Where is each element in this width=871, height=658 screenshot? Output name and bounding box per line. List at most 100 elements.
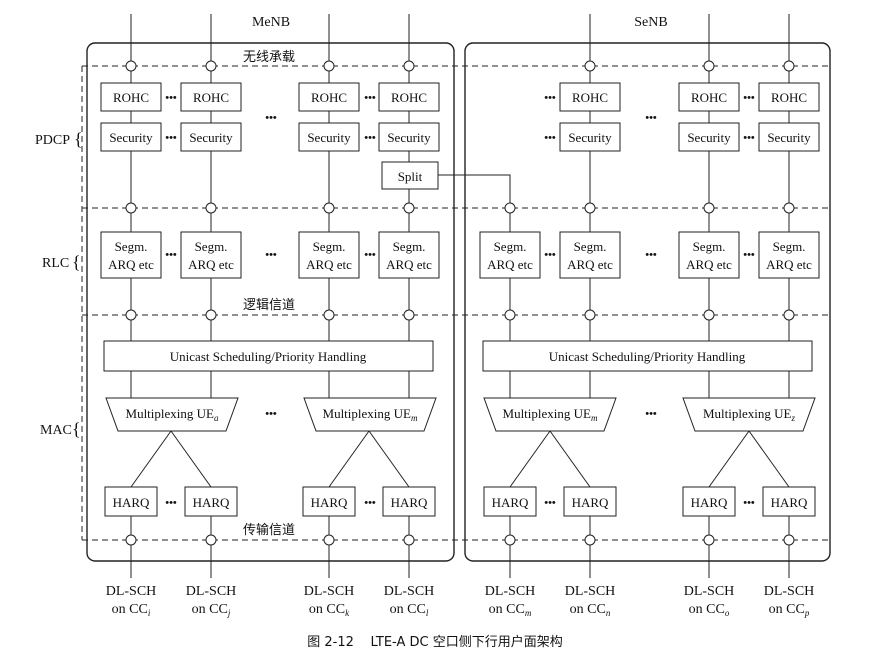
harq-label: HARQ bbox=[572, 495, 609, 510]
ellipsis-dots: ••• bbox=[165, 497, 177, 509]
channel-junction bbox=[125, 202, 137, 214]
mux-ue-z-trapezoid bbox=[682, 397, 816, 432]
cc-label: on CCp bbox=[769, 602, 810, 618]
ellipsis-dots: ••• bbox=[364, 249, 376, 261]
mux-ue-z-label: Multiplexing UEz bbox=[703, 406, 795, 423]
rlc-segm-box bbox=[298, 231, 360, 279]
channel-junction bbox=[584, 202, 596, 214]
rlc-arq-label: ARQ etc bbox=[686, 257, 732, 272]
split-to-senb-line bbox=[438, 174, 511, 207]
mux-a-to-harq-right bbox=[170, 430, 212, 488]
dl-sch-label: DL-SCH bbox=[764, 584, 815, 599]
rlc-segm-box bbox=[180, 231, 242, 279]
ellipsis-dots: ••• bbox=[743, 132, 755, 144]
channel-junction bbox=[323, 309, 335, 321]
security-label: Security bbox=[189, 130, 233, 145]
channel-junction bbox=[323, 534, 335, 546]
rlc-segm-box bbox=[678, 231, 740, 279]
rohc-label: ROHC bbox=[193, 90, 229, 105]
dl-sch-label: DL-SCH bbox=[485, 584, 536, 599]
dl-sch-label: DL-SCH bbox=[106, 584, 157, 599]
rlc-arq-label: ARQ etc bbox=[766, 257, 812, 272]
rlc-arq-label: ARQ etc bbox=[108, 257, 154, 272]
ellipsis-dots: ••• bbox=[645, 408, 657, 420]
channel-junction bbox=[403, 534, 415, 546]
senb-label: SeNB bbox=[634, 15, 667, 30]
channel-junction bbox=[125, 534, 137, 546]
mux-m1-to-harq-left bbox=[328, 430, 370, 488]
rohc-label: ROHC bbox=[691, 90, 727, 105]
security-box bbox=[678, 122, 740, 152]
ellipsis-dots: ••• bbox=[165, 132, 177, 144]
rohc-label: ROHC bbox=[311, 90, 347, 105]
channel-junction bbox=[584, 309, 596, 321]
mux-z-to-harq-left bbox=[708, 430, 750, 488]
mux-z-to-harq-right bbox=[748, 430, 790, 488]
rohc-label: ROHC bbox=[113, 90, 149, 105]
harq-box bbox=[302, 486, 356, 517]
harq-box bbox=[184, 486, 238, 517]
rlc-arq-label: ARQ etc bbox=[567, 257, 613, 272]
security-box bbox=[180, 122, 242, 152]
mux-ue-m-menb-label: Multiplexing UEm bbox=[323, 406, 418, 423]
channel-junction bbox=[323, 202, 335, 214]
channel-junction bbox=[783, 309, 795, 321]
rlc-arq-label: ARQ etc bbox=[188, 257, 234, 272]
security-label: Security bbox=[767, 130, 811, 145]
harq-label: HARQ bbox=[193, 495, 230, 510]
pdcp-layer-label: PDCP bbox=[35, 133, 70, 148]
rlc-segm-box bbox=[479, 231, 541, 279]
rohc-box bbox=[559, 82, 621, 112]
radio-bearer-label: 无线承载 bbox=[243, 50, 295, 65]
pdcp-brace: { bbox=[74, 129, 83, 149]
rlc-segm-label: Segm. bbox=[115, 239, 148, 254]
ellipsis-dots: ••• bbox=[265, 408, 277, 420]
rlc-segm-label: Segm. bbox=[313, 239, 346, 254]
ellipsis-dots: ••• bbox=[743, 497, 755, 509]
menb-frame bbox=[86, 42, 455, 562]
rohc-box bbox=[100, 82, 162, 112]
split-box bbox=[381, 161, 439, 190]
channel-junction bbox=[205, 309, 217, 321]
security-box bbox=[298, 122, 360, 152]
security-label: Security bbox=[109, 130, 153, 145]
rlc-segm-label: Segm. bbox=[693, 239, 726, 254]
ellipsis-dots: ••• bbox=[364, 132, 376, 144]
ellipsis-dots: ••• bbox=[743, 249, 755, 261]
channel-junction bbox=[403, 309, 415, 321]
ellipsis-dots: ••• bbox=[265, 112, 277, 124]
channel-junction bbox=[205, 534, 217, 546]
dl-sch-label: DL-SCH bbox=[565, 584, 616, 599]
mux-ue-a-label: Multiplexing UEa bbox=[126, 406, 219, 423]
dl-sch-label: DL-SCH bbox=[304, 584, 355, 599]
mux-a-to-harq-left bbox=[130, 430, 172, 488]
harq-box bbox=[382, 486, 436, 517]
senb-scheduling-box bbox=[482, 340, 813, 372]
harq-label: HARQ bbox=[113, 495, 150, 510]
channel-junction bbox=[703, 202, 715, 214]
mux-ue-a-trapezoid bbox=[105, 397, 239, 432]
rohc-box bbox=[298, 82, 360, 112]
ellipsis-dots: ••• bbox=[645, 249, 657, 261]
menb-label: MeNB bbox=[252, 15, 290, 30]
ellipsis-dots: ••• bbox=[165, 92, 177, 104]
ellipsis-dots: ••• bbox=[364, 92, 376, 104]
channel-junction bbox=[504, 534, 516, 546]
security-box bbox=[100, 122, 162, 152]
senb-frame bbox=[464, 42, 831, 562]
figure-caption: 图 2-12 LTE-A DC 空口侧下行用户面架构 bbox=[307, 634, 562, 650]
channel-junction bbox=[703, 309, 715, 321]
harq-box bbox=[682, 486, 736, 517]
dl-sch-label: DL-SCH bbox=[186, 584, 237, 599]
harq-label: HARQ bbox=[391, 495, 428, 510]
menb-scheduling-label: Unicast Scheduling/Priority Handling bbox=[170, 349, 367, 364]
ellipsis-dots: ••• bbox=[165, 249, 177, 261]
security-label: Security bbox=[687, 130, 731, 145]
harq-box bbox=[762, 486, 816, 517]
channel-junction bbox=[125, 309, 137, 321]
harq-label: HARQ bbox=[492, 495, 529, 510]
mux-m2-to-harq-left bbox=[509, 430, 551, 488]
rlc-segm-box bbox=[100, 231, 162, 279]
rohc-box bbox=[758, 82, 820, 112]
